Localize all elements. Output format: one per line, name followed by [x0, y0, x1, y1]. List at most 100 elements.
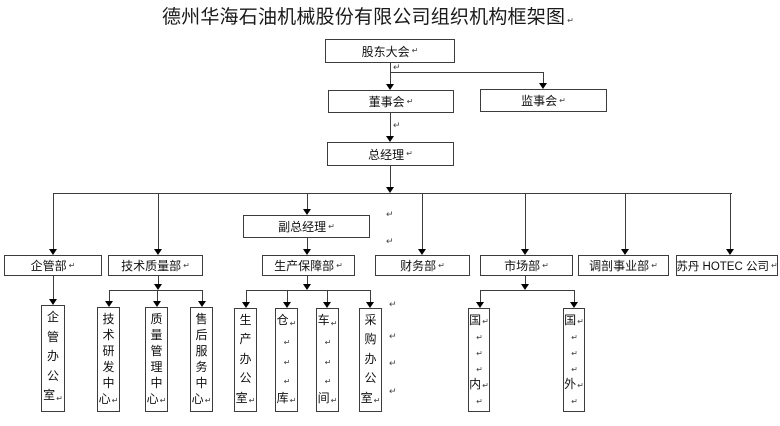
node-tech-rd-center: 技术研发中心↵	[97, 307, 120, 412]
connector-line	[730, 193, 731, 250]
node-domestic: 国↵↵↵↵内↵↵	[468, 308, 490, 412]
connector-line	[574, 290, 575, 303]
connector-line	[327, 290, 328, 303]
paragraph-mark: ↵	[651, 260, 658, 270]
paragraph-mark: ↵	[559, 95, 566, 105]
paragraph-mark: ↵	[542, 260, 549, 270]
node-overseas: 国↵↵↵↵外↵↵	[563, 308, 585, 412]
arrowhead	[105, 301, 113, 307]
arrowhead	[386, 187, 394, 193]
paragraph-mark: ↵	[183, 260, 190, 270]
node-enterprise-mgmt-office: 企管办公室↵	[41, 305, 65, 412]
paragraph-mark: ↵	[438, 260, 445, 270]
connector-line	[525, 276, 526, 285]
connector-line	[480, 290, 574, 291]
connector-line	[53, 193, 54, 250]
arrowhead	[539, 83, 547, 89]
connector-line	[370, 290, 371, 303]
connector-line	[307, 238, 308, 250]
page-title: 德州华海石油机械股份有限公司组织机构框架图↵	[161, 7, 575, 28]
paragraph-mark: ↵	[336, 260, 343, 270]
connector-line	[246, 290, 370, 291]
paragraph-mark: ↵	[389, 299, 397, 309]
node-shareholders-meeting: 股东大会↵	[325, 39, 455, 63]
node-dept-finance: 财务部↵	[375, 255, 470, 276]
connector-line	[422, 193, 423, 250]
connector-line	[390, 166, 391, 188]
node-after-sales-center: 售后服务中心↵	[190, 307, 213, 412]
connector-line	[390, 72, 543, 73]
node-supervisory-board: 监事会↵	[480, 89, 607, 112]
paragraph-mark: ↵	[389, 386, 397, 396]
paragraph-mark: ↵	[386, 236, 394, 246]
arrowhead	[386, 84, 394, 90]
arrowhead	[366, 302, 374, 308]
connector-line	[307, 193, 308, 210]
arrowhead	[621, 249, 629, 255]
arrowhead	[726, 249, 734, 255]
arrowhead	[521, 284, 529, 290]
paragraph-mark: ↵	[411, 46, 419, 55]
connector-line	[625, 193, 626, 250]
paragraph-mark: ↵	[386, 209, 394, 219]
connector-line	[307, 276, 308, 285]
node-dept-production-support: 生产保障部↵	[262, 255, 355, 276]
paragraph-mark: ↵	[406, 149, 413, 158]
arrowhead	[303, 284, 311, 290]
arrowhead	[303, 209, 311, 215]
node-dept-sudan-hotec: 苏丹 HOTEC 公司↵	[676, 255, 778, 276]
paragraph-mark: ↵	[567, 16, 575, 25]
paragraph-mark: ↵	[393, 62, 401, 72]
arrowhead	[242, 302, 250, 308]
connector-line	[157, 290, 158, 302]
connector-line	[202, 290, 203, 302]
arrowhead	[198, 301, 206, 307]
arrowhead	[570, 302, 578, 308]
connector-line	[53, 276, 54, 300]
arrowhead	[283, 302, 291, 308]
arrowhead	[323, 302, 331, 308]
connector-line	[158, 193, 159, 250]
arrowhead	[521, 249, 529, 255]
node-board-of-directors: 董事会↵	[328, 90, 454, 113]
paragraph-mark: ↵	[393, 120, 401, 130]
arrowhead	[153, 301, 161, 307]
connector-line	[390, 63, 391, 72]
paragraph-mark: ↵	[328, 221, 335, 231]
arrowhead	[418, 249, 426, 255]
node-dept-market: 市场部↵	[480, 255, 573, 276]
node-warehouse: 仓↵↵↵↵库↵	[275, 308, 298, 412]
paragraph-mark: ↵	[68, 260, 76, 270]
connector-line	[543, 72, 544, 84]
node-deputy-general-manager: 副总经理↵	[243, 215, 370, 238]
paragraph-mark: ↵	[389, 358, 397, 368]
connector-line	[109, 290, 202, 291]
arrowhead	[154, 284, 162, 290]
node-dept-enterprise-mgmt: 企管部↵	[4, 255, 102, 276]
node-general-manager: 总经理↵	[327, 142, 454, 166]
arrowhead	[476, 302, 484, 308]
arrowhead	[49, 299, 57, 305]
connector-line	[525, 193, 526, 250]
node-dept-tech-quality: 技术质量部↵	[108, 255, 203, 276]
node-dept-profile-control: 调剖事业部↵	[578, 255, 669, 276]
arrowhead	[386, 136, 394, 142]
node-workshop: 车↵↵↵↵间↵	[316, 308, 339, 412]
connector-line	[53, 193, 732, 194]
node-quality-mgmt-center: 质量管理中心↵	[145, 307, 168, 412]
paragraph-mark: ↵	[770, 260, 778, 270]
node-production-office: 生产办公室↵	[234, 308, 257, 412]
connector-line	[246, 290, 247, 303]
connector-line	[480, 290, 481, 303]
node-purchasing-office: 采购办公室↵	[359, 308, 382, 412]
connector-line	[109, 290, 110, 302]
connector-line	[158, 276, 159, 285]
connector-line	[390, 113, 391, 136]
arrowhead	[154, 249, 162, 255]
paragraph-mark: ↵	[389, 331, 397, 341]
arrowhead	[49, 249, 57, 255]
connector-line	[287, 290, 288, 303]
arrowhead	[303, 249, 311, 255]
connector-line	[390, 72, 391, 84]
